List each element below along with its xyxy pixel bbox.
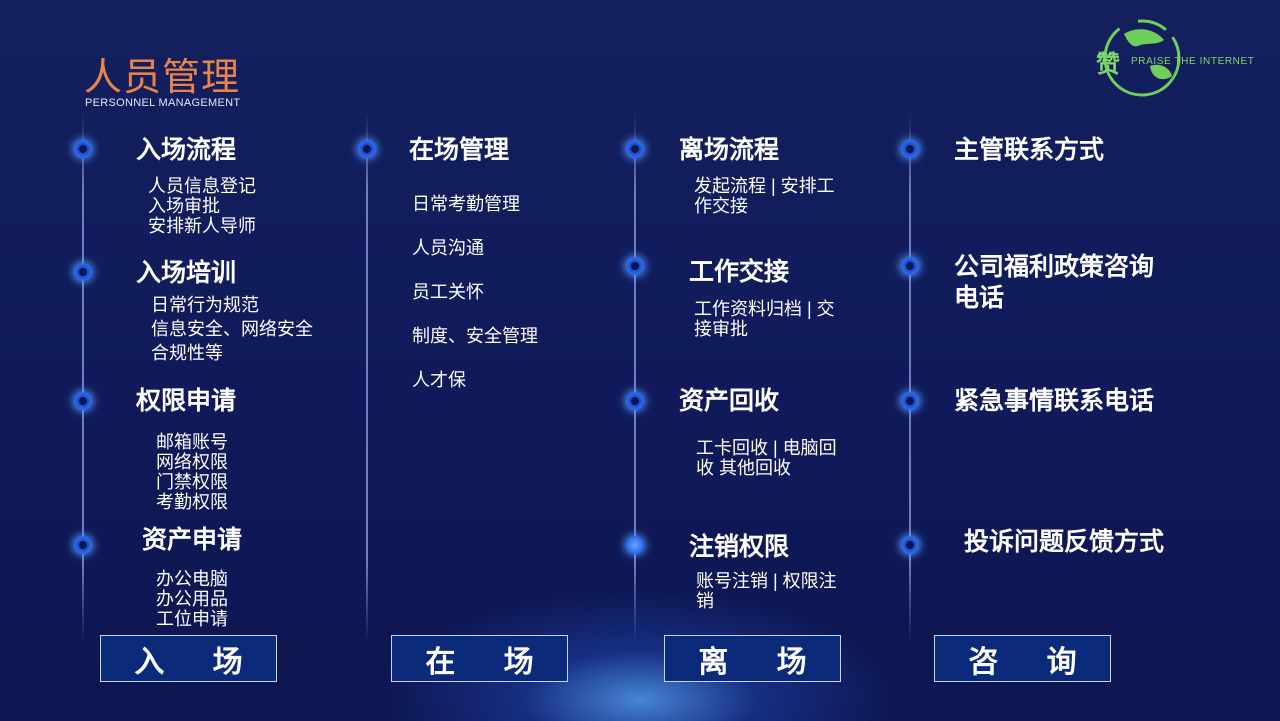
timeline-dot: [626, 140, 644, 158]
consult-button[interactable]: 咨 询: [934, 635, 1111, 682]
section-body: 人员信息登记 入场审批 安排新人导师: [148, 176, 256, 236]
list-item: 作交接: [694, 196, 748, 216]
list-item: 工位申请: [156, 609, 228, 629]
section-body: 工卡回收 | 电脑回 收 其他回收: [696, 438, 837, 478]
timeline-dot: [626, 257, 644, 275]
timeline-dot: [901, 140, 919, 158]
timeline-dot: [901, 536, 919, 554]
list-item: 办公电脑: [156, 569, 228, 589]
list-item: 员工关怀: [412, 282, 484, 302]
timeline-line-4: [909, 112, 911, 642]
section-heading: 入场培训: [136, 259, 237, 287]
section-body: 发起流程 | 安排工 作交接: [694, 176, 835, 216]
section-heading: 紧急事情联系电话: [954, 387, 1155, 415]
list-item: 人才保: [412, 370, 466, 390]
timeline-dot: [74, 536, 92, 554]
page-title: 人员管理: [84, 57, 241, 99]
list-item: 邮箱账号: [156, 432, 228, 452]
timeline-dot: [626, 392, 644, 410]
timeline-dot: [626, 536, 644, 554]
section-heading: 入场流程: [136, 136, 237, 164]
section-heading: 公司福利政策咨询电话: [954, 253, 1155, 312]
section-body: 账号注销 | 权限注 销: [696, 571, 837, 611]
globe-icon: [1103, 19, 1181, 97]
onsite-button[interactable]: 在 场: [391, 635, 568, 682]
list-item: 办公用品: [156, 589, 228, 609]
logo: [1094, 16, 1264, 102]
list-item: 接审批: [694, 319, 748, 339]
section-heading: 投诉问题反馈方式: [964, 528, 1165, 556]
list-item: 入场审批: [148, 196, 220, 216]
section-body: 日常考勤管理 人员沟通 员工关怀 制度、安全管理 人才保: [412, 194, 538, 414]
list-item: 收 其他回收: [696, 458, 792, 478]
exit-button[interactable]: 离 场: [664, 635, 841, 682]
section-body: 办公电脑 办公用品 工位申请: [156, 569, 228, 629]
section-body: 工作资料归档 | 交 接审批: [694, 299, 835, 339]
logo-mark: 赞: [1096, 51, 1120, 78]
section-body: 邮箱账号 网络权限 门禁权限 考勤权限: [156, 432, 228, 512]
list-item: 工卡回收 | 电脑回: [696, 438, 837, 458]
timeline-dot: [74, 392, 92, 410]
section-heading: 权限申请: [136, 387, 237, 415]
list-item: 发起流程 | 安排工: [694, 176, 835, 196]
section-heading: 在场管理: [409, 136, 510, 164]
list-item: 人员信息登记: [148, 176, 256, 196]
timeline-dot: [358, 140, 376, 158]
list-item: 门禁权限: [156, 472, 228, 492]
list-item: 合规性等: [151, 343, 223, 363]
list-item: 日常行为规范: [151, 295, 259, 315]
list-item: 人员沟通: [412, 238, 484, 258]
list-item: 工作资料归档 | 交: [694, 299, 835, 319]
list-item: 考勤权限: [156, 492, 228, 512]
entry-button[interactable]: 入 场: [100, 635, 277, 682]
timeline-line-3: [634, 112, 636, 642]
section-heading: 工作交接: [689, 258, 790, 286]
section-heading: 离场流程: [679, 136, 780, 164]
list-item: 制度、安全管理: [412, 326, 538, 346]
timeline-line-2: [366, 112, 368, 642]
list-item: 安排新人导师: [148, 216, 256, 236]
timeline-dot: [74, 263, 92, 281]
list-item: 网络权限: [156, 452, 228, 472]
section-heading: 注销权限: [689, 533, 790, 561]
section-body: 日常行为规范 信息安全、网络安全 合规性等: [151, 293, 313, 365]
list-item: 销: [696, 591, 714, 611]
list-item: 账号注销 | 权限注: [696, 571, 837, 591]
list-item: 信息安全、网络安全: [151, 319, 313, 339]
timeline-line-1: [82, 112, 84, 642]
list-item: 日常考勤管理: [412, 194, 520, 214]
page-subtitle: PERSONNEL MANAGEMENT: [85, 97, 241, 109]
section-heading: 资产申请: [142, 526, 243, 554]
section-heading: 资产回收: [679, 387, 780, 415]
timeline-dot: [901, 392, 919, 410]
timeline-dot: [74, 140, 92, 158]
logo-text: PRAISE THE INTERNET: [1131, 56, 1255, 67]
timeline-dot: [901, 257, 919, 275]
section-heading: 主管联系方式: [954, 136, 1105, 164]
